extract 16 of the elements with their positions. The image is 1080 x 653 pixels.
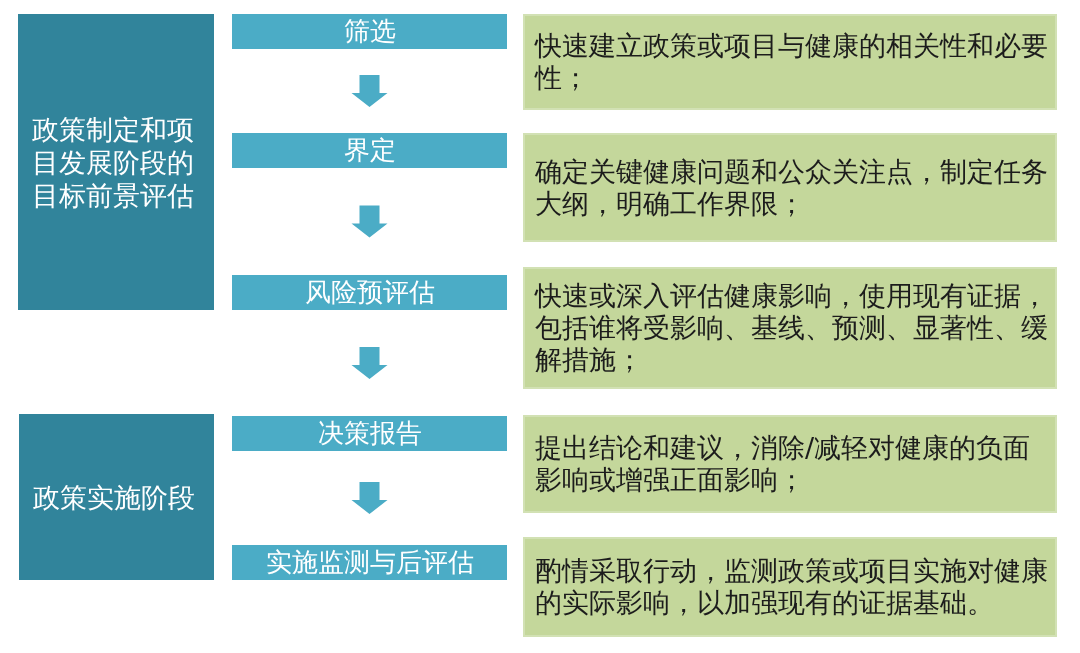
stage-box: 政策制定和项目发展阶段的目标前景评估 xyxy=(18,14,214,310)
arrow xyxy=(351,75,388,107)
description-box: 酌情采取行动，监测政策或项目实施对健康的实际影响，以加强现有的证据基础。 xyxy=(523,537,1057,637)
description-box: 快速建立政策或项目与健康的相关性和必要性； xyxy=(523,14,1057,110)
description-box: 确定关键健康问题和公众关注点，制定任务大纲，明确工作界限； xyxy=(523,133,1057,242)
stage-box: 政策实施阶段 xyxy=(19,414,214,580)
step-bar: 实施监测与后评估 xyxy=(232,545,507,580)
arrow xyxy=(351,482,388,514)
step-bar: 风险预评估 xyxy=(232,275,507,310)
description-box: 快速或深入评估健康影响，使用现有证据，包括谁将受影响、基线、预测、显著性、缓解措施； xyxy=(523,267,1057,389)
arrow xyxy=(351,347,388,379)
step-bar: 筛选 xyxy=(232,14,507,49)
description-box: 提出结论和建议，消除/减轻对健康的负面影响或增强正面影响； xyxy=(523,415,1057,513)
step-bar: 界定 xyxy=(232,133,507,168)
arrow xyxy=(351,205,388,238)
step-bar: 决策报告 xyxy=(232,416,507,451)
